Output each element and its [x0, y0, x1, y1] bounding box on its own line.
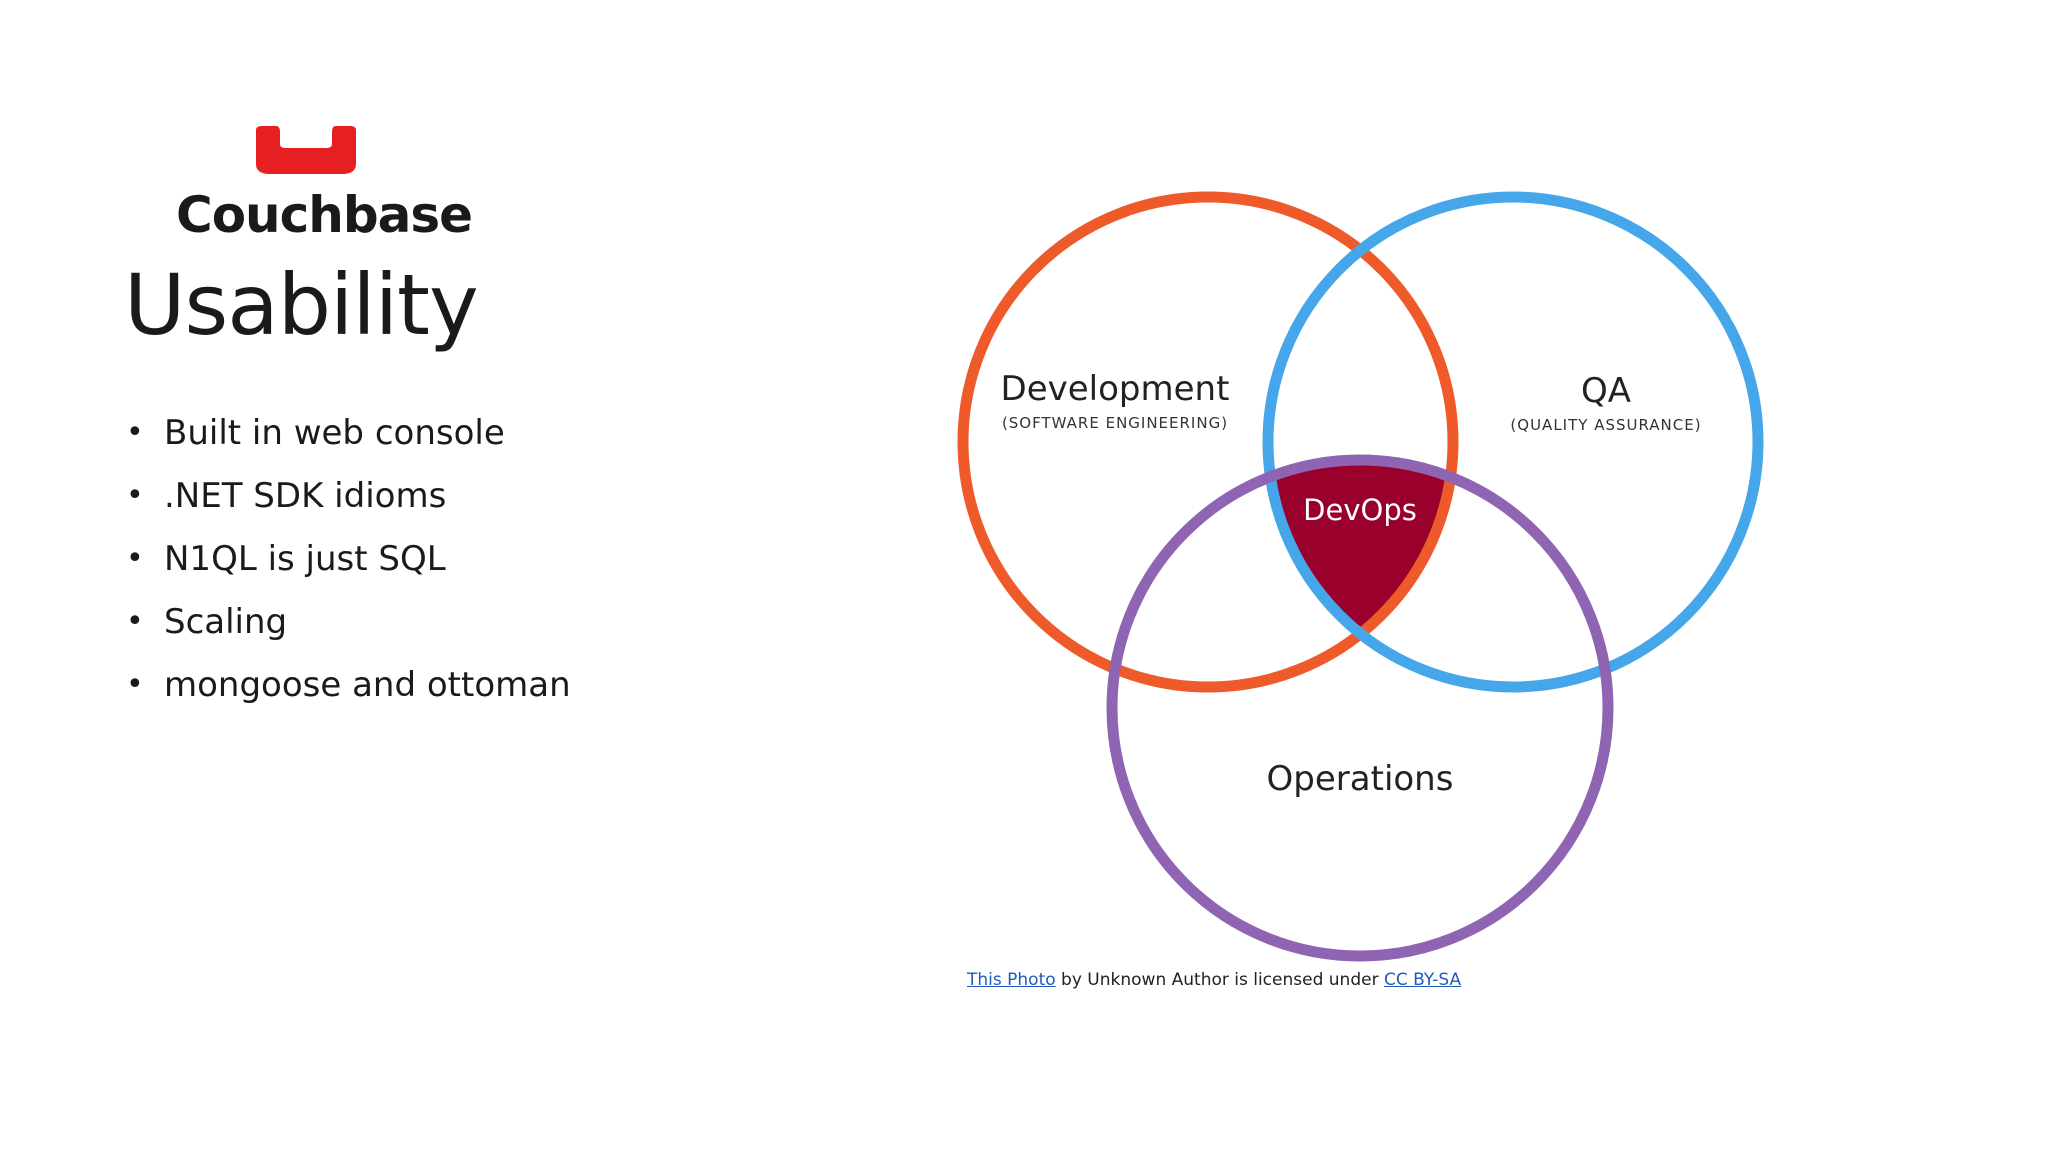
bullet-list: •Built in web console •.NET SDK idioms •… [124, 410, 571, 725]
bullet-item: •Built in web console [126, 413, 505, 453]
development-circle [957, 191, 1459, 693]
couchbase-logo-icon [256, 126, 356, 174]
attribution-text: by Unknown Author is licensed under [1055, 970, 1384, 990]
license-link[interactable]: CC BY-SA [1383, 970, 1462, 990]
operations-circle [1106, 454, 1614, 962]
qa-label: QA [1581, 371, 1631, 411]
operations-label: Operations [1267, 759, 1454, 799]
bullet-item: •Scaling [126, 602, 288, 642]
photo-attribution: This Photo by Unknown Author is licensed… [967, 970, 1461, 990]
development-sublabel: (SOFTWARE ENGINEERING) [1002, 414, 1228, 432]
slide-title: Usability [124, 256, 479, 354]
development-label: Development [1001, 369, 1230, 409]
devops-venn-diagram: Development (SOFTWARE ENGINEERING) QA (Q… [957, 191, 1764, 962]
this-photo-link[interactable]: This Photo [967, 970, 1056, 990]
logo-wordmark: Couchbase [176, 186, 473, 244]
bullet-item: •mongoose and ottoman [126, 665, 571, 705]
bullet-item: •.NET SDK idioms [126, 476, 447, 516]
qa-sublabel: (QUALITY ASSURANCE) [1510, 416, 1701, 434]
couchbase-logo: Couchbase [176, 124, 473, 244]
qa-circle [1262, 191, 1764, 693]
devops-label: DevOps [1303, 493, 1417, 527]
bullet-item: •N1QL is just SQL [126, 539, 446, 579]
